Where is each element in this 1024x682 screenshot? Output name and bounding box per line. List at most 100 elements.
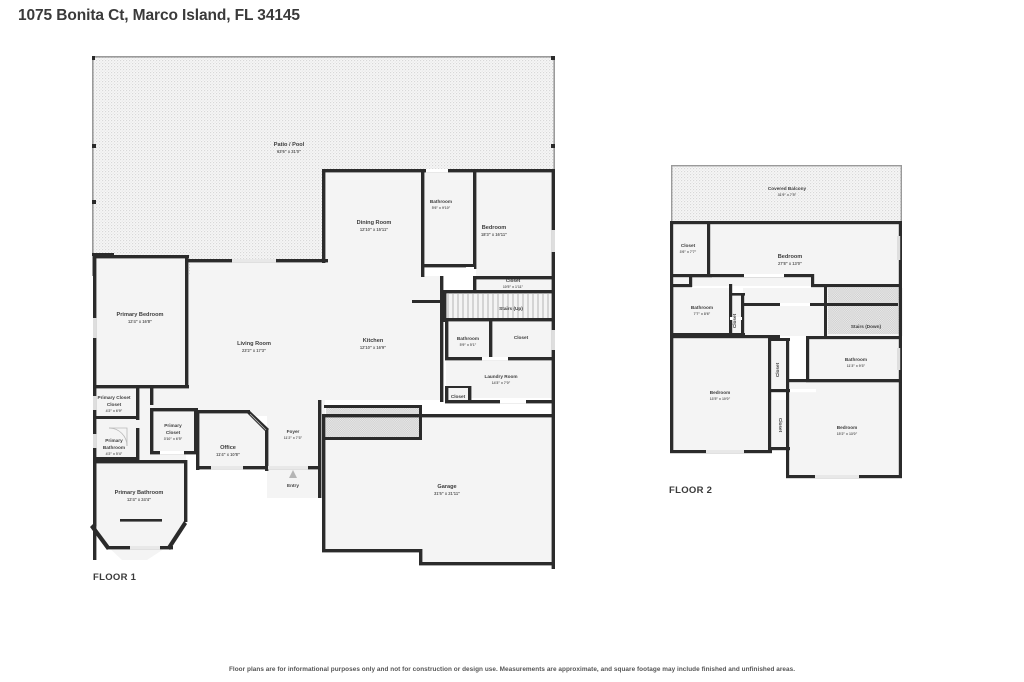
- room-label-closet-vert-1: Closet: [732, 313, 737, 328]
- bathroom-upper-fill: [423, 171, 475, 266]
- room-label-bedroom-top: Bedroom: [778, 254, 803, 260]
- room-label-bathroom-upper: Bathroom: [430, 199, 452, 204]
- floor-1-door-openings: [93, 169, 555, 550]
- floor-label-2: FLOOR 2: [669, 485, 712, 496]
- room-label-closet-mid: Closet: [514, 335, 529, 340]
- room-label-laundry-closet: Closet: [451, 394, 466, 399]
- room-label-closet-top-left: Closet: [681, 243, 696, 248]
- closet-mid-fill: [493, 321, 555, 359]
- door-line-office: [249, 413, 267, 431]
- closet-vert-3-fill: [772, 400, 788, 450]
- footer-disclaimer: Floor plans are for informational purpos…: [228, 666, 796, 673]
- room-dim-primary-closet-2: 3'10" x 6'5": [164, 437, 183, 441]
- room-label-dining-room: Dining Room: [357, 220, 392, 226]
- room-label-bedroom-upper: Bedroom: [482, 225, 507, 231]
- room-label-stairs-down: Stairs (Down): [851, 324, 882, 329]
- room-label-bathroom-small: Bathroom: [457, 336, 479, 341]
- room-label-kitchen: Kitchen: [363, 338, 384, 344]
- room-dim-dining-room: 12'10" x 15'11": [360, 227, 388, 232]
- stairs-up-treads: [447, 294, 549, 318]
- room-dim-living-room: 23'2" x 17'3": [242, 348, 266, 353]
- floor-2-group: Covered Balcony 31'9" x 7'5" Closet 3'6"…: [669, 165, 903, 496]
- room-dim-primary-bathroom-small: 4'2" x 5'4": [106, 452, 123, 456]
- bathroom-right-fill: [808, 340, 902, 380]
- door-arc-1: [108, 427, 128, 447]
- garage-fill: [325, 416, 555, 565]
- room-label-office: Office: [220, 445, 236, 451]
- room-dim-covered-balcony: 31'9" x 7'5": [778, 193, 797, 197]
- entry-arrow-icon: [289, 470, 297, 478]
- room-dim-kitchen: 12'10" x 16'9": [360, 345, 386, 350]
- room-dim-patio-pool: 63'6" x 31'0": [277, 149, 301, 154]
- closet-top-left-fill: [672, 223, 710, 276]
- room-label-closet-strip: Closet: [506, 278, 521, 283]
- room-dim-bedroom-lower-left: 13'5" x 10'0": [710, 397, 731, 401]
- room-label-primary-closet-2b: Closet: [166, 430, 181, 435]
- room-dim-primary-closet-1: 4'2" x 6'9": [106, 409, 123, 413]
- foyer-fill: [267, 430, 320, 468]
- room-label-foyer: Foyer: [287, 429, 300, 434]
- room-label-garage: Garage: [437, 484, 456, 490]
- stairs-down-overlay: [828, 288, 902, 334]
- room-dim-primary-bathroom-big: 12'4" x 24'4": [127, 497, 151, 502]
- room-label-primary-closet-1b: Closet: [107, 402, 122, 407]
- office-fill: [196, 412, 267, 468]
- room-dim-bathroom-small: 5'9" x 5'1": [460, 343, 477, 347]
- room-label-primary-bathroom-big: Primary Bathroom: [115, 490, 164, 496]
- room-dim-bathroom-right: 11'3" x 9'3": [847, 364, 866, 368]
- room-label-primary-closet-2: Primary: [164, 423, 182, 428]
- room-label-closet-vert-2: Closet: [775, 362, 780, 377]
- floor-1-room-fills: [93, 57, 555, 565]
- room-label-covered-balcony: Covered Balcony: [768, 186, 807, 191]
- room-label-primary-bathroom-small-b: Bathroom: [103, 445, 125, 450]
- room-dim-primary-bedroom: 12'4" x 16'8": [128, 319, 152, 324]
- closet-vert-2-fill: [772, 340, 788, 390]
- closet-strip-fill: [476, 277, 555, 291]
- room-label-bedroom-lower-left: Bedroom: [710, 390, 731, 395]
- room-label-laundry-room: Laundry Room: [484, 374, 517, 379]
- laundry-closet-fill: [446, 388, 470, 402]
- room-dim-bedroom-upper: 18'3" x 16'11": [481, 232, 507, 237]
- room-dim-bedroom-lower-right: 15'2" x 13'0": [837, 432, 858, 436]
- room-label-stairs-up: Stairs (Up): [499, 306, 523, 311]
- bedroom-lower-right-fill: [790, 382, 902, 478]
- floor-1-labels: Patio / Pool 63'6" x 31'0" Dining Room 1…: [93, 142, 529, 583]
- floor-1-group: Patio / Pool 63'6" x 31'0" Dining Room 1…: [90, 56, 555, 583]
- room-dim-closet-top-left: 3'6" x 7'7": [680, 250, 697, 254]
- room-label-closet-vert-3: Closet: [778, 418, 783, 433]
- stairs-up-fill: [444, 293, 555, 319]
- room-label-bathroom-right: Bathroom: [845, 357, 867, 362]
- primary-bathroom-big-fill: [96, 460, 186, 560]
- floor-label-1: FLOOR 1: [93, 572, 137, 583]
- room-label-bathroom-left: Bathroom: [691, 305, 713, 310]
- room-dim-garage: 31'5" x 21'11": [434, 491, 460, 496]
- room-label-patio-pool: Patio / Pool: [274, 142, 305, 148]
- room-label-primary-bedroom: Primary Bedroom: [117, 312, 164, 318]
- primary-closet-1-fill: [96, 388, 139, 418]
- bathroom-small-fill: [446, 321, 491, 359]
- bedroom-lower-left-fill: [672, 337, 770, 452]
- room-label-entry: Entry: [287, 483, 299, 488]
- room-dim-laundry-room: 14'3" x 7'0": [492, 381, 511, 385]
- room-dim-bathroom-upper: 5'6" x 9'10": [432, 206, 451, 210]
- bedroom-upper-fill: [476, 171, 555, 276]
- patio-pool-area: [93, 57, 555, 275]
- closet-vert-1-fill: [730, 295, 743, 335]
- bathroom-left-fill: [672, 288, 732, 334]
- room-label-primary-bathroom-small: Primary: [105, 438, 123, 443]
- entry-corridor-hatch: [326, 407, 421, 438]
- room-dim-foyer: 11'2" x 7'3": [284, 436, 303, 440]
- covered-balcony-fill: [672, 166, 902, 222]
- page-title: 1075 Bonita Ct, Marco Island, FL 34145: [18, 7, 300, 24]
- room-label-bedroom-lower-right: Bedroom: [837, 425, 858, 430]
- room-label-living-room: Living Room: [237, 341, 271, 347]
- primary-bedroom-fill: [96, 258, 186, 386]
- room-dim-bathroom-left: 7'7" x 8'6": [694, 312, 711, 316]
- door-swing-1: [109, 427, 128, 446]
- floor-2-labels: Covered Balcony 31'9" x 7'5" Closet 3'6"…: [669, 186, 882, 496]
- primary-bathroom-big-upper: [96, 416, 186, 476]
- foyer-upper-fill: [267, 400, 320, 432]
- room-dim-office: 11'4" x 10'8": [216, 452, 240, 457]
- room-dim-closet-strip: 10'5" x 1'11": [503, 285, 524, 289]
